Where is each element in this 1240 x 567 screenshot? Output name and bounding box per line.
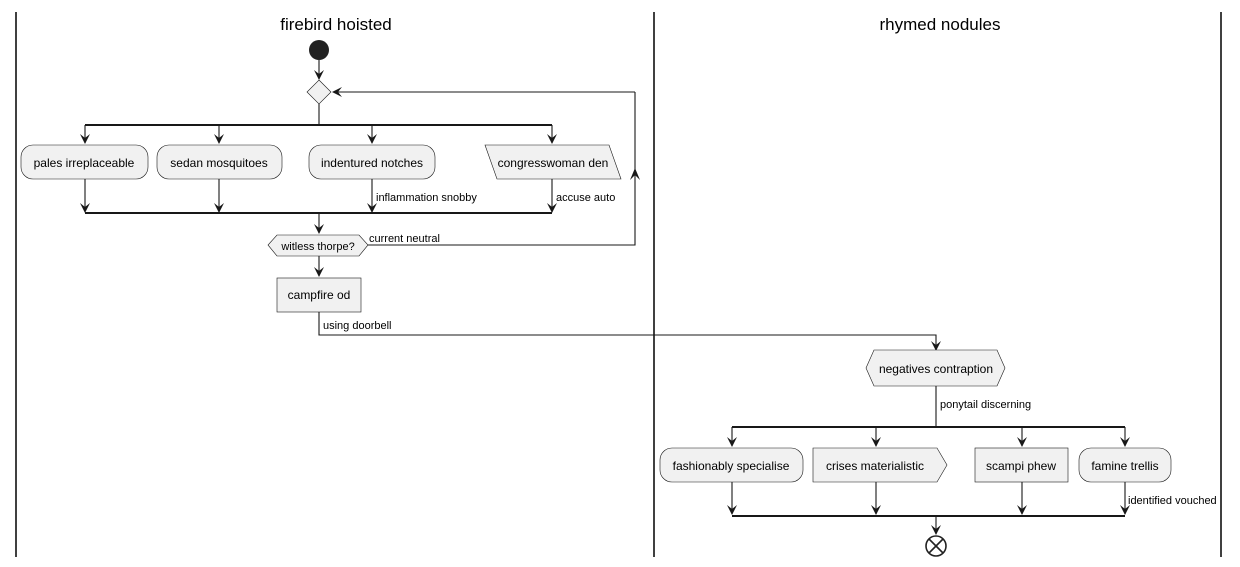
activity-campfire-od: campfire od (276, 277, 362, 313)
edge-label-using-doorbell: using doorbell (323, 320, 392, 332)
activity-label: negatives contraption (879, 362, 993, 376)
edge-campfire-to-negatives (318, 312, 941, 351)
activity-sedan-mosquitoes: sedan mosquitoes (156, 144, 283, 180)
decision-label: witless thorpe? (280, 241, 354, 253)
activity-congresswoman-den: congresswoman den (484, 144, 622, 180)
edge-label-current-neutral: current neutral (369, 233, 440, 245)
activity-label: congresswoman den (498, 156, 609, 170)
swimlane-title-rhymed-nodules: rhymed nodules (880, 15, 1001, 34)
swimlane-title-firebird-hoisted: firebird hoisted (280, 15, 392, 34)
activity-label: sedan mosquitoes (170, 156, 267, 170)
activity-famine-trellis: famine trellis (1078, 447, 1172, 483)
activity-pales-irreplaceable: pales irreplaceable (20, 144, 149, 180)
activity-scampi-phew: scampi phew (974, 447, 1069, 483)
activity-label: pales irreplaceable (34, 156, 135, 170)
end-node (925, 535, 947, 557)
start-node (309, 40, 329, 60)
edge-label-inflammation-snobby: inflammation snobby (376, 192, 477, 204)
activity-label: indentured notches (321, 156, 423, 170)
activity-label: scampi phew (986, 459, 1056, 473)
merge-diamond (306, 79, 332, 105)
loop-arrowhead-up (630, 168, 640, 180)
edge-label-ponytail-discerning: ponytail discerning (940, 399, 1031, 411)
edge-loop-back (368, 92, 636, 246)
activity-label: crises materialistic (826, 459, 924, 473)
activity-label: fashionably specialise (673, 459, 790, 473)
activity-fashionably-specialise: fashionably specialise (659, 447, 804, 483)
activity-label: campfire od (288, 288, 351, 302)
activity-crises-materialistic: crises materialistic (812, 447, 948, 483)
edge-label-identified-vouched: identified vouched (1128, 495, 1217, 507)
activity-indentured-notches: indentured notches (308, 144, 436, 180)
activity-label: famine trellis (1091, 459, 1158, 473)
edge-label-accuse-auto: accuse auto (556, 192, 615, 204)
decision-witless-thorpe: witless thorpe? (267, 234, 369, 257)
activity-negatives-contraption: negatives contraption (865, 349, 1006, 387)
